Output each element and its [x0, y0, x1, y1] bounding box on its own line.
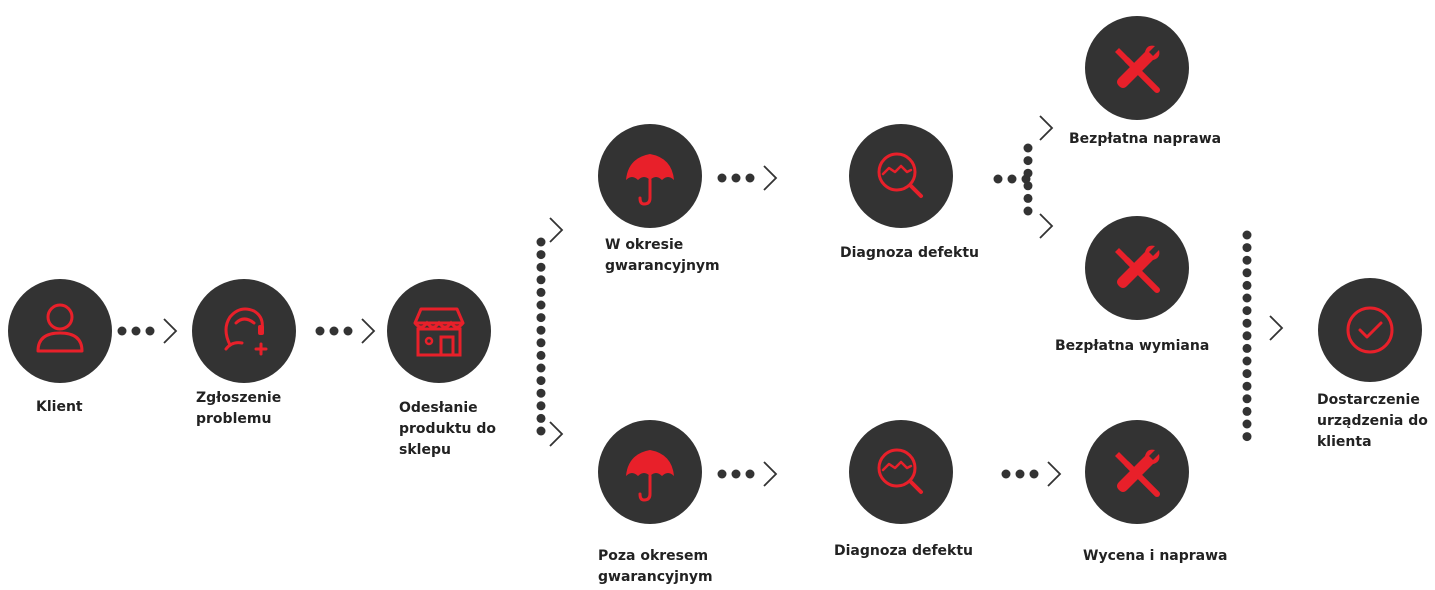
merge-vertical-dots [1242, 230, 1252, 442]
arrow-okres-diagnoza-dots [717, 173, 755, 183]
branch-bottom-chevron [549, 421, 564, 447]
node-label: Bezpłatna naprawa [1069, 131, 1222, 147]
split-horizontal-dots [993, 174, 1031, 184]
merge-chevron [1269, 315, 1284, 341]
umbrella-icon [598, 420, 702, 524]
tools-icon [1085, 16, 1189, 120]
arrow-poza-diagnoza-dots [717, 469, 755, 479]
arrow-zgloszenie-odeslanie-dots [315, 326, 353, 336]
arrow-zgloszenie-odeslanie-chevron [361, 318, 376, 344]
check-circle-icon [1318, 278, 1422, 382]
arrow-klient-zgloszenie-dots [117, 326, 155, 336]
split-top-chevron [1039, 115, 1054, 141]
tools-icon [1085, 420, 1189, 524]
arrow-okres-diagnoza-chevron [763, 165, 778, 191]
node-label: Wycena i naprawa [1083, 548, 1228, 564]
node-label: Klient [36, 399, 83, 415]
node-label: Diagnoza defektu [840, 245, 980, 261]
node-label: Bezpłatna wymiana [1055, 338, 1210, 354]
node-label: Zgłoszenie problemu [196, 390, 282, 427]
user-icon [8, 279, 112, 383]
split-vertical-dots [1023, 143, 1033, 216]
arrow-klient-zgloszenie-chevron [163, 318, 178, 344]
node-label: W okresie gwarancyjnym [605, 237, 720, 274]
node-label: Odesłanie produktu do sklepu [399, 400, 497, 458]
magnifier-icon [849, 124, 953, 228]
arrow-diagnoza-wycena-chevron [1047, 461, 1062, 487]
branch-vertical-dots [536, 237, 546, 436]
branch-top-chevron [549, 217, 564, 243]
shop-icon [387, 279, 491, 383]
node-label: Dostarczenie urządzenia do klienta [1317, 392, 1428, 450]
split-bottom-chevron [1039, 213, 1054, 239]
support-agent-icon [192, 279, 296, 383]
tools-icon [1085, 216, 1189, 320]
node-label: Diagnoza defektu [834, 543, 974, 559]
magnifier-icon [849, 420, 953, 524]
arrow-diagnoza-wycena-dots [1001, 469, 1039, 479]
node-label: Poza okresem gwarancyjnym [598, 548, 713, 585]
umbrella-icon [598, 124, 702, 228]
arrow-poza-diagnoza-chevron [763, 461, 778, 487]
